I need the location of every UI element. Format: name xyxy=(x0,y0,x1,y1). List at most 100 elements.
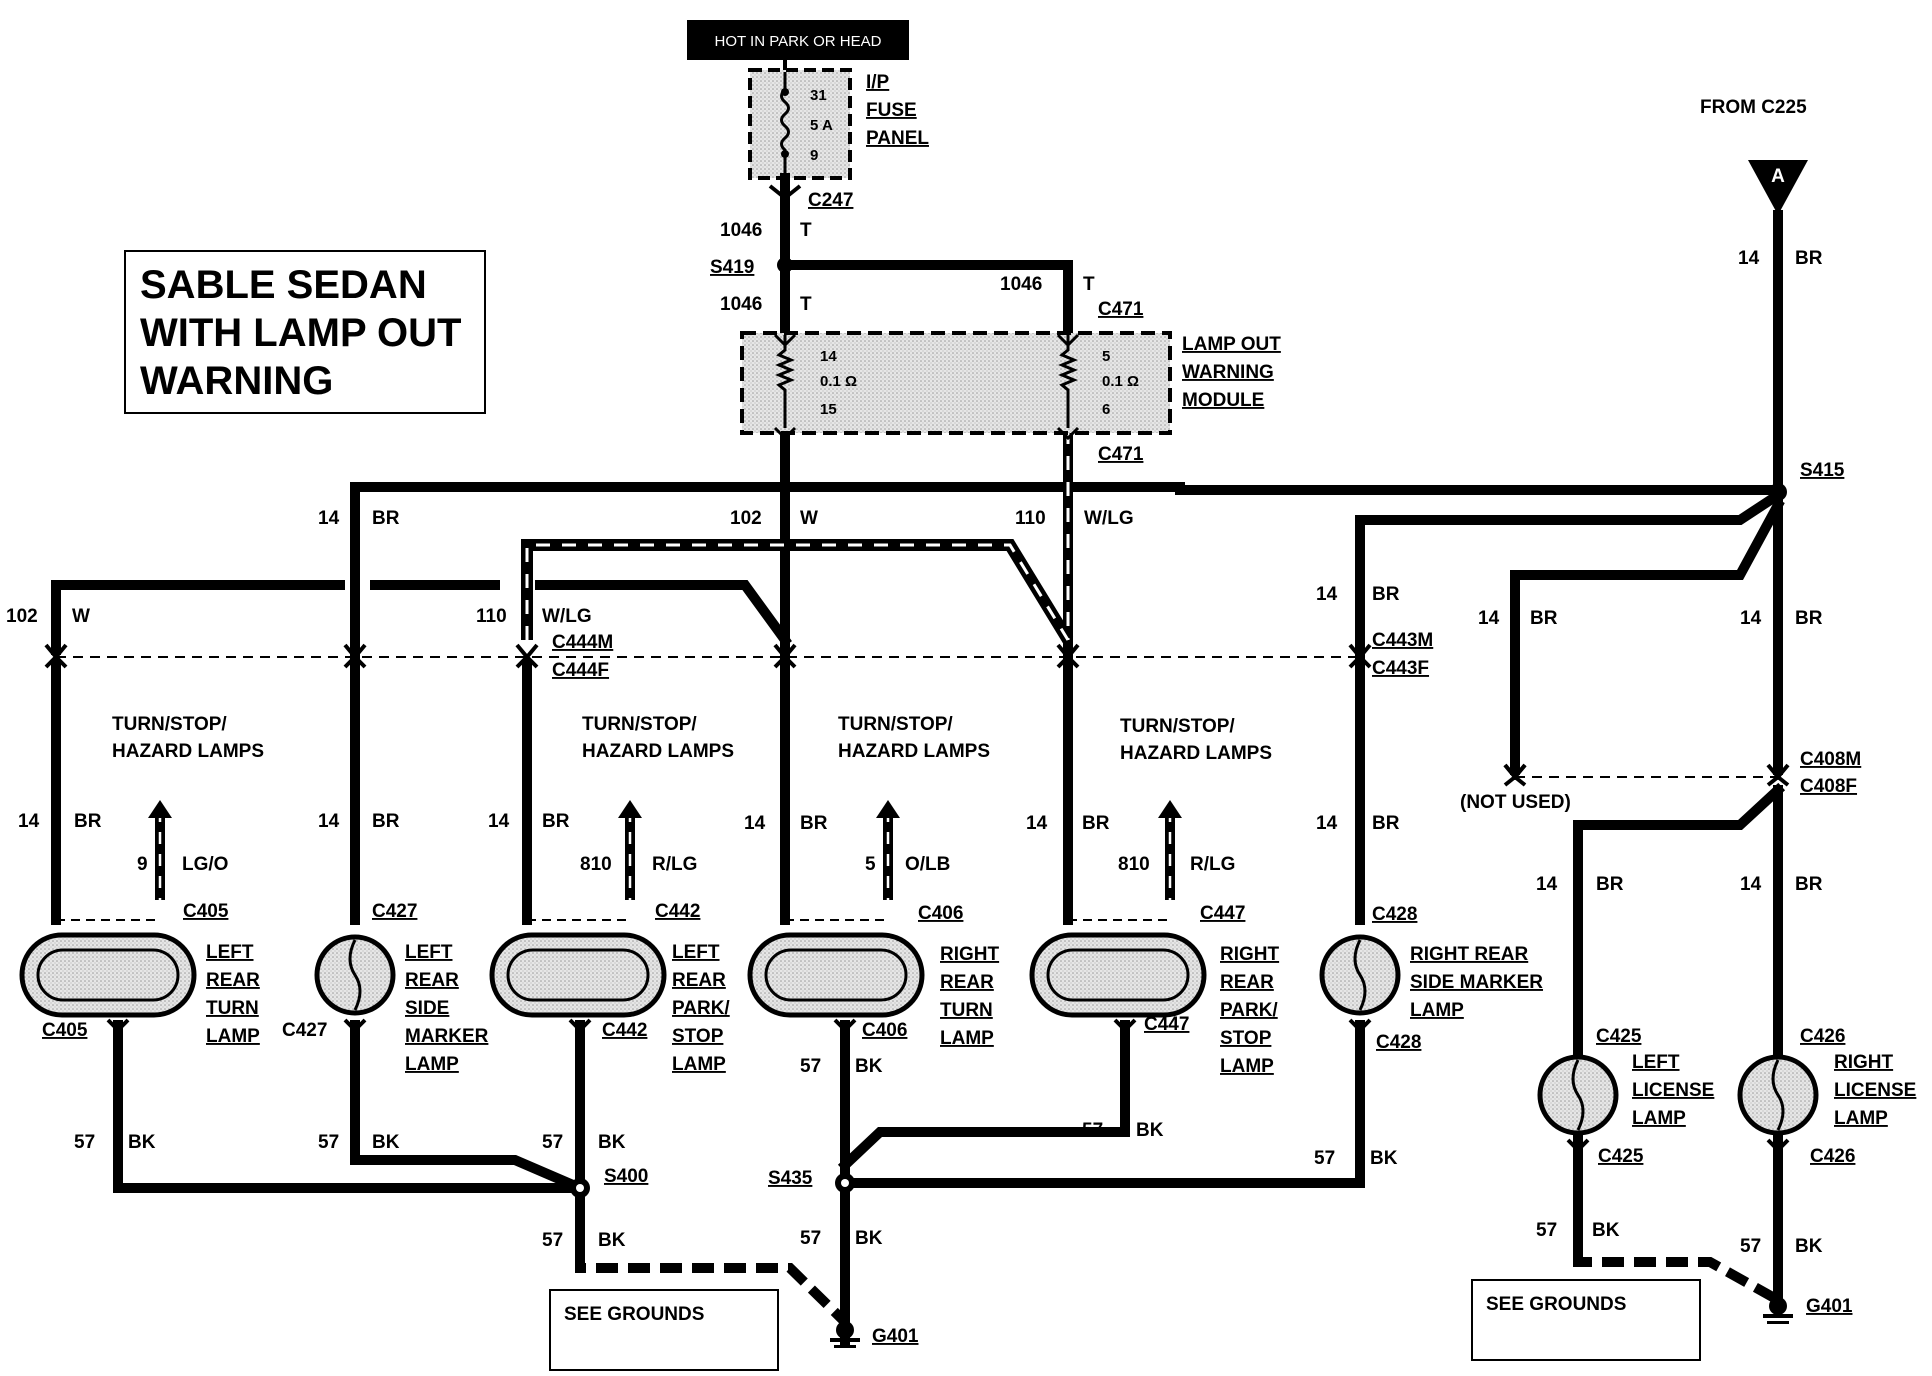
connector-a-icon xyxy=(1748,160,1808,215)
resistor-icon xyxy=(775,335,795,428)
rrt-4: LAMP xyxy=(940,1028,994,1049)
rrp-1: RIGHT xyxy=(1220,944,1280,965)
feed-14-3: 14 xyxy=(488,811,510,832)
lamp-right-rear-park-icon xyxy=(1029,932,1207,1018)
gnd-bk-4: BK xyxy=(855,1056,883,1077)
title-line-1: SABLE SEDAN xyxy=(140,263,427,307)
module-name-1: LAMP OUT xyxy=(1182,334,1281,355)
feed-14-6: 14 xyxy=(1316,813,1338,834)
fuse-panel-line-1: I/P xyxy=(866,72,890,93)
c428-top: C428 xyxy=(1372,904,1417,925)
feed-br-3: BR xyxy=(542,811,570,832)
gnd-57-10: 57 xyxy=(1740,1236,1761,1257)
gnd-bk-1: BK xyxy=(128,1132,156,1153)
wire-1046-b: 1046 xyxy=(720,294,762,315)
lrt-2: REAR xyxy=(206,970,260,991)
g401-left: G401 xyxy=(872,1326,919,1347)
feed-14-1: 14 xyxy=(18,811,40,832)
wire-wlg-left: W/LG xyxy=(542,606,592,627)
rrt-1: RIGHT xyxy=(940,944,1000,965)
rrs-2: SIDE MARKER xyxy=(1410,972,1543,993)
gnd-bk-6: BK xyxy=(1370,1148,1398,1169)
gnd-bk-10: BK xyxy=(1795,1236,1823,1257)
gnd-57-5: 57 xyxy=(1082,1120,1103,1141)
not-used-label: (NOT USED) xyxy=(1460,792,1571,813)
module-pin-6: 6 xyxy=(1102,401,1110,418)
lamp-left-rear-turn-icon xyxy=(19,932,197,1018)
wire-wlg: W/LG xyxy=(1084,508,1134,529)
feed-br-2: BR xyxy=(372,811,400,832)
feed-810-b: 810 xyxy=(1118,854,1150,875)
feed-olb: O/LB xyxy=(905,854,950,875)
fuse-box xyxy=(748,68,852,180)
feed-rlg-a: R/LG xyxy=(652,854,697,875)
lrt-1: LEFT xyxy=(206,942,254,963)
gnd-57-1: 57 xyxy=(74,1132,95,1153)
c442-top: C442 xyxy=(655,901,700,922)
lamp-right-rear-turn-icon xyxy=(747,932,925,1018)
s415-splice xyxy=(1769,483,1787,501)
lrs-2: REAR xyxy=(405,970,459,991)
c426-bottom: C426 xyxy=(1810,1146,1855,1167)
c408f-label: C408F xyxy=(1800,776,1857,797)
gnd-57-2: 57 xyxy=(318,1132,339,1153)
lrp-1: LEFT xyxy=(672,942,720,963)
group-heading-3b: HAZARD LAMPS xyxy=(838,741,990,762)
see-grounds-left: SEE GROUNDS xyxy=(564,1304,704,1325)
feed-9: 9 xyxy=(137,854,148,875)
c406-bottom: C406 xyxy=(862,1020,907,1041)
feed-14-4: 14 xyxy=(744,813,766,834)
gnd-57-9: 57 xyxy=(1536,1220,1557,1241)
c406-top: C406 xyxy=(918,903,963,924)
rrp-4: STOP xyxy=(1220,1028,1272,1049)
wire-w-left: W xyxy=(72,606,90,627)
see-grounds-box-right xyxy=(1471,1279,1701,1361)
c426-top: C426 xyxy=(1800,1026,1845,1047)
c428-bottom: C428 xyxy=(1376,1032,1421,1053)
arrow-up-icon xyxy=(876,800,900,818)
ll-2: LICENSE xyxy=(1632,1080,1714,1101)
module-pin-14: 14 xyxy=(820,348,837,365)
rrt-2: REAR xyxy=(940,972,994,993)
lrs-5: LAMP xyxy=(405,1054,459,1075)
fuse-pin-31: 31 xyxy=(810,87,827,104)
arrow-up-icon xyxy=(148,800,172,818)
lamp-left-rear-park-icon xyxy=(489,932,667,1018)
wire-14-top: 14 xyxy=(1738,248,1760,269)
s415-label: S415 xyxy=(1800,460,1845,481)
group-heading-1a: TURN/STOP/ xyxy=(112,714,227,735)
lamp-out-module xyxy=(740,331,1172,435)
lrt-4: LAMP xyxy=(206,1026,260,1047)
s419-splice xyxy=(777,257,793,273)
ground-icon-1 xyxy=(830,1321,860,1348)
wire-t-a: T xyxy=(800,220,812,241)
module-pin-15: 15 xyxy=(820,401,837,418)
tracer-wires xyxy=(155,430,1175,900)
connector-a-label: A xyxy=(1771,166,1785,187)
feed-14-8: 14 xyxy=(1740,874,1762,895)
rrs-1: RIGHT REAR xyxy=(1410,944,1529,965)
c443f-label: C443F xyxy=(1372,658,1429,679)
s400-label: S400 xyxy=(604,1166,648,1187)
feed-br-7: BR xyxy=(1596,874,1624,895)
lrp-4: STOP xyxy=(672,1026,724,1047)
c447-bottom: C447 xyxy=(1144,1014,1189,1035)
c444f-label: C444F xyxy=(552,660,609,681)
c443m-label: C443M xyxy=(1372,630,1433,651)
see-grounds-box-left xyxy=(549,1289,779,1371)
gnd-bk-9: BK xyxy=(1592,1220,1620,1241)
rrp-2: REAR xyxy=(1220,972,1274,993)
c447-top: C447 xyxy=(1200,903,1245,924)
group-heading-2a: TURN/STOP/ xyxy=(582,714,697,735)
wire-br-b: BR xyxy=(1372,584,1400,605)
ll-3: LAMP xyxy=(1632,1108,1686,1129)
feed-lgo: LG/O xyxy=(182,854,228,875)
c405-top: C405 xyxy=(183,901,229,922)
c247-label: C247 xyxy=(808,190,853,211)
feed-810-a: 810 xyxy=(580,854,612,875)
wire-14-c: 14 xyxy=(1478,608,1500,629)
lrt-3: TURN xyxy=(206,998,259,1019)
rrs-3: LAMP xyxy=(1410,1000,1464,1021)
